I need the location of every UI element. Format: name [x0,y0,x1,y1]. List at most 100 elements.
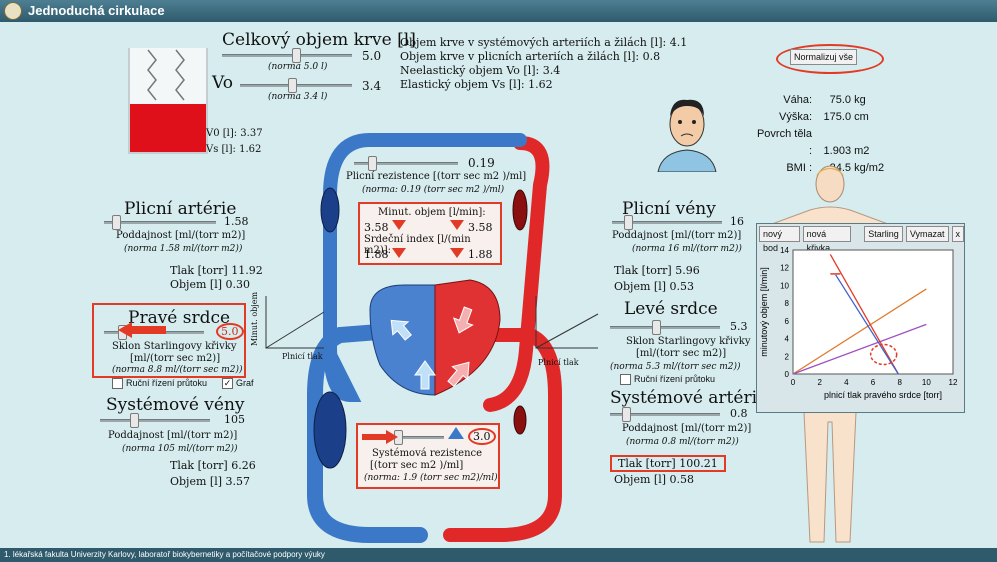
up-arrow-icon [448,427,464,439]
sys-veins-norma: (norma 105 ml/(torr m2)) [122,444,238,454]
title-bar: Jednoduchá cirkulace [0,0,997,22]
right-heart-graph-checkbox[interactable]: ✓Graf [222,378,254,390]
pulm-vein-chamber [512,189,528,231]
left-arrow-icon [130,326,166,334]
y-tick-label: 6 [785,317,790,326]
cardiac-output-panel: Minut. objem [l/min]: 3.58 3.58 Srdeční … [358,202,502,265]
vo-value: 3.4 [362,79,382,93]
right-heart-panel [92,303,246,378]
total-volume-slider[interactable] [222,48,352,63]
right-heart-slope-unit: [ml/(torr sec m2)] [130,353,221,364]
pulm-resistance-label: Plicní rezistence [(torr sec m2 )/ml] [346,171,527,182]
footer: 1. lékařská fakulta Univerzity Karlovy, … [0,548,997,562]
curve-line [792,288,927,375]
pulm-resistance-slider[interactable] [354,156,458,171]
graph-toolbar: nový bod nová křivka Starling Vymazat x [759,226,964,253]
y-tick-label: 14 [780,246,789,255]
y-tick-label: 0 [785,370,790,379]
starling-button[interactable]: Starling [864,226,903,242]
y-tick-label: 2 [785,352,790,361]
total-volume-norma: (norma 5.0 l) [268,62,328,72]
x-tick-label: 8 [897,378,902,387]
y-tick-label: 12 [780,264,789,273]
beaker-vs: Vs [l]: 1.62 [206,144,262,155]
summary-pulm-volume: Objem krve v plicních arteriích a žilách… [400,50,661,63]
close-graph-button[interactable]: x [951,226,964,242]
pulm-artery-chamber [320,187,340,233]
left-mini-xlabel: Plnicí tlak [538,358,579,367]
vo-norma: (norma 3.4 l) [268,92,328,102]
sys-arteries-pressure: Tlak [torr] 100.21 [610,455,726,472]
clear-button[interactable]: Vymazat [905,226,949,242]
pulm-resistance-norma: (norma: 0.19 (torr sec m2 )/ml) [362,185,505,195]
right-heart-manual-checkbox[interactable]: Ruční řízení průtoku [112,378,207,390]
left-heart-slope-label: Sklon Starlingovy křivky [626,336,751,347]
sys-veins-slider[interactable] [100,413,210,428]
pulm-artery-compliance-label: Poddajnost [ml/(torr m2)] [116,230,246,241]
left-heart-slider[interactable] [610,320,720,335]
beaker-v0: V0 [l]: 3.37 [206,128,263,139]
new-curve-button[interactable]: nová křivka [802,226,852,253]
left-heart-value: 5.3 [730,320,748,333]
sys-arteries-slider[interactable] [610,407,720,422]
sys-resistance-label: Systémová rezistence [372,448,483,459]
right-arrow-icon [362,434,388,440]
left-heart-slope-unit: [ml/(torr sec m2)] [636,348,727,359]
blood-volume-beaker [128,48,208,154]
right-heart-value: 5.0 [216,323,244,340]
plot-area [792,249,954,375]
sys-veins-pressure: Tlak [torr] 6.26 [170,459,256,472]
normalize-highlight [776,44,884,74]
srdecni-index-left: 1.88 [364,248,389,261]
y-tick-label: 8 [785,299,790,308]
pulm-artery-norma: (norma 1.58 ml/(torr m2)) [124,244,243,254]
x-tick-label: 10 [922,378,931,387]
right-arrowhead-icon [386,430,398,444]
summary-vs: Elastický objem Vs [l]: 1.62 [400,78,553,91]
beaker-spring-icon [147,49,185,101]
srdecni-index-label: Srdeční index [l/(min m2)]: [364,234,471,256]
pulm-artery-value: 1.58 [224,215,249,228]
operating-point-highlight [869,343,898,366]
pulmonary-vein-tube [483,136,550,412]
patient-face-icon [657,99,717,172]
pulm-veins-slider[interactable] [612,215,722,230]
pulm-artery-slider[interactable] [104,215,216,230]
left-heart-manual-checkbox[interactable]: Ruční řízení průtoku [620,374,715,386]
circulation-diagram [307,133,562,543]
summary-vo: Neelastický objem Vo [l]: 3.4 [400,64,561,77]
normalize-all-button[interactable]: Normalizuj vše [790,49,858,65]
sys-veins-title: Systémové vény [106,395,245,415]
pulm-veins-title: Plicní vény [622,199,716,219]
pulm-artery-pressure: Tlak [torr] 11.92 [170,264,263,277]
x-tick-label: 12 [949,378,958,387]
total-volume-value: 5.0 [362,49,382,63]
right-heart-norma: (norma 8.8 ml/(torr sec m2)) [112,365,243,375]
pulm-artery-title: Plicní artérie [124,199,237,219]
left-arrowhead-icon [118,322,132,338]
heart-right-side [369,284,436,396]
vo-slider[interactable] [240,78,352,93]
right-mini-xlabel: Plnicí tlak [282,352,323,361]
y-axis-label: minutový objem [l/min] [759,267,769,357]
patient-stats: Váha: 75.0 kg Výška: 175.0 cm Povrch těl… [757,92,900,177]
sys-resistance-unit: [(torr sec m2 )/ml] [370,460,464,471]
vo-label: Vo [212,73,233,93]
new-point-button[interactable]: nový bod [759,226,800,253]
beaker-blood-level [130,104,206,152]
sys-veins-value: 105 [224,413,245,426]
faculty-logo-icon [4,1,22,20]
left-heart-title: Levé srdce [624,299,718,319]
curve-line [792,323,927,375]
height-row: Výška: 175.0 cm [778,111,869,123]
right-heart-slope-label: Sklon Starlingovy křivky [112,341,237,352]
down-arrow-icon [450,220,464,230]
sys-veins-volume: Objem [l] 3.57 [170,475,251,488]
down-arrow-icon [450,248,464,258]
sys-vein-chamber [313,391,347,469]
y-tick-label: 10 [780,281,789,290]
pulm-veins-compliance-label: Poddajnost [ml/(torr m2)] [612,230,742,241]
x-tick-label: 4 [844,378,849,387]
sys-resistance-norma: (norma: 1.9 (torr sec m2)/ml) [364,473,498,483]
